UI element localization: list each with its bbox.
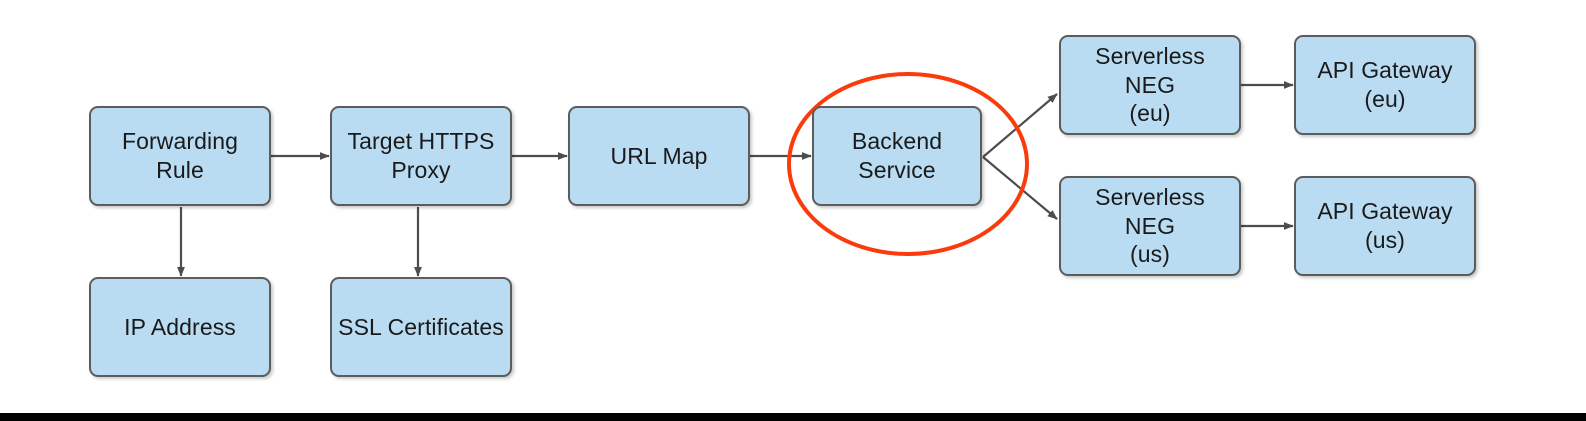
bottom-black-bar <box>0 413 1586 421</box>
node-label: Forwarding Rule <box>121 128 239 183</box>
node-forwarding-rule[interactable]: Forwarding Rule <box>89 106 271 206</box>
node-label: IP Address <box>124 313 236 340</box>
node-label: Target HTTPS Proxy <box>347 128 495 183</box>
node-api-gateway-eu[interactable]: API Gateway (eu) <box>1294 35 1476 135</box>
node-ssl-certificates[interactable]: SSL Certificates <box>330 277 512 377</box>
node-label: Backend Service <box>851 128 943 183</box>
node-label: URL Map <box>610 142 708 169</box>
node-api-gateway-us[interactable]: API Gateway (us) <box>1294 176 1476 276</box>
node-label: Serverless NEG (us) <box>1095 183 1205 268</box>
node-label: API Gateway (eu) <box>1317 57 1453 112</box>
node-target-https-proxy[interactable]: Target HTTPS Proxy <box>330 106 512 206</box>
node-backend-service[interactable]: Backend Service <box>812 106 982 206</box>
node-url-map[interactable]: URL Map <box>568 106 750 206</box>
node-ip-address[interactable]: IP Address <box>89 277 271 377</box>
node-label: SSL Certificates <box>338 313 504 340</box>
node-label: API Gateway (us) <box>1317 198 1453 253</box>
node-serverless-neg-us[interactable]: Serverless NEG (us) <box>1059 176 1241 276</box>
node-label: Serverless NEG (eu) <box>1095 42 1205 127</box>
node-serverless-neg-eu[interactable]: Serverless NEG (eu) <box>1059 35 1241 135</box>
